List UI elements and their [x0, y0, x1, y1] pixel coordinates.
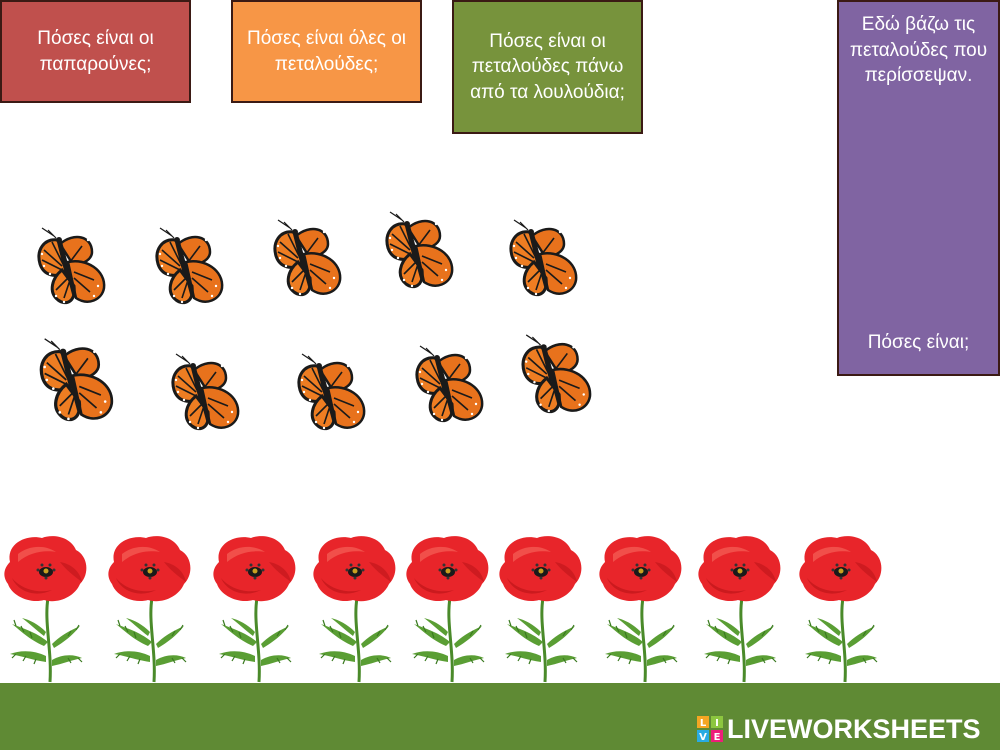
poppy-icon	[795, 532, 885, 684]
liveworksheets-brand: L I V E LIVEWORKSHEETS	[697, 713, 981, 745]
poppy-icon	[402, 532, 492, 684]
poppy-icon	[309, 532, 399, 684]
butterfly-icon[interactable]	[506, 218, 580, 300]
logo-letter: E	[714, 732, 721, 742]
butterfly-icon[interactable]	[294, 352, 368, 434]
logo-letter: L	[700, 718, 707, 729]
poppy-icon	[209, 532, 299, 684]
butterfly-icon[interactable]	[34, 226, 108, 308]
liveworksheets-logo-icon: L I V E	[697, 716, 723, 742]
poppy-icon	[495, 532, 585, 684]
poppy-icon	[694, 532, 784, 684]
question-box-poppies[interactable]: Πόσες είναι οι παπαρούνες;	[0, 0, 191, 103]
butterfly-icon[interactable]	[36, 336, 116, 426]
question-box-butterflies-on-flowers[interactable]: Πόσες είναι οι πεταλούδες πάνω από τα λο…	[452, 0, 643, 134]
grass-strip	[0, 683, 1000, 750]
butterfly-icon[interactable]	[518, 332, 594, 418]
butterfly-icon[interactable]	[168, 352, 242, 434]
logo-letter: V	[699, 732, 707, 742]
butterfly-icon[interactable]	[152, 226, 226, 308]
poppy-icon	[0, 532, 90, 684]
poppy-icon	[104, 532, 194, 684]
question-poppies-text: Πόσες είναι οι παπαρούνες;	[37, 27, 154, 75]
liveworksheets-wordmark: LIVEWORKSHEETS	[727, 713, 981, 744]
butterfly-icon[interactable]	[412, 344, 486, 426]
butterfly-icon[interactable]	[270, 218, 344, 300]
leftover-title-text: Εδώ βάζω τις πεταλούδες που περίσσεψαν.	[849, 14, 988, 87]
question-on-flowers-text: Πόσες είναι οι πεταλούδες πάνω από τα λο…	[470, 30, 625, 103]
poppy-icon	[595, 532, 685, 684]
logo-letter: I	[715, 718, 719, 729]
question-box-butterflies[interactable]: Πόσες είναι όλες οι πεταλούδες;	[231, 0, 422, 103]
question-butterflies-text: Πόσες είναι όλες οι πεταλούδες;	[247, 27, 406, 75]
butterfly-icon[interactable]	[382, 210, 456, 292]
leftover-butterflies-dropzone[interactable]: Εδώ βάζω τις πεταλούδες που περίσσεψαν. …	[837, 0, 1000, 376]
leftover-question-text: Πόσες είναι;	[867, 332, 970, 354]
